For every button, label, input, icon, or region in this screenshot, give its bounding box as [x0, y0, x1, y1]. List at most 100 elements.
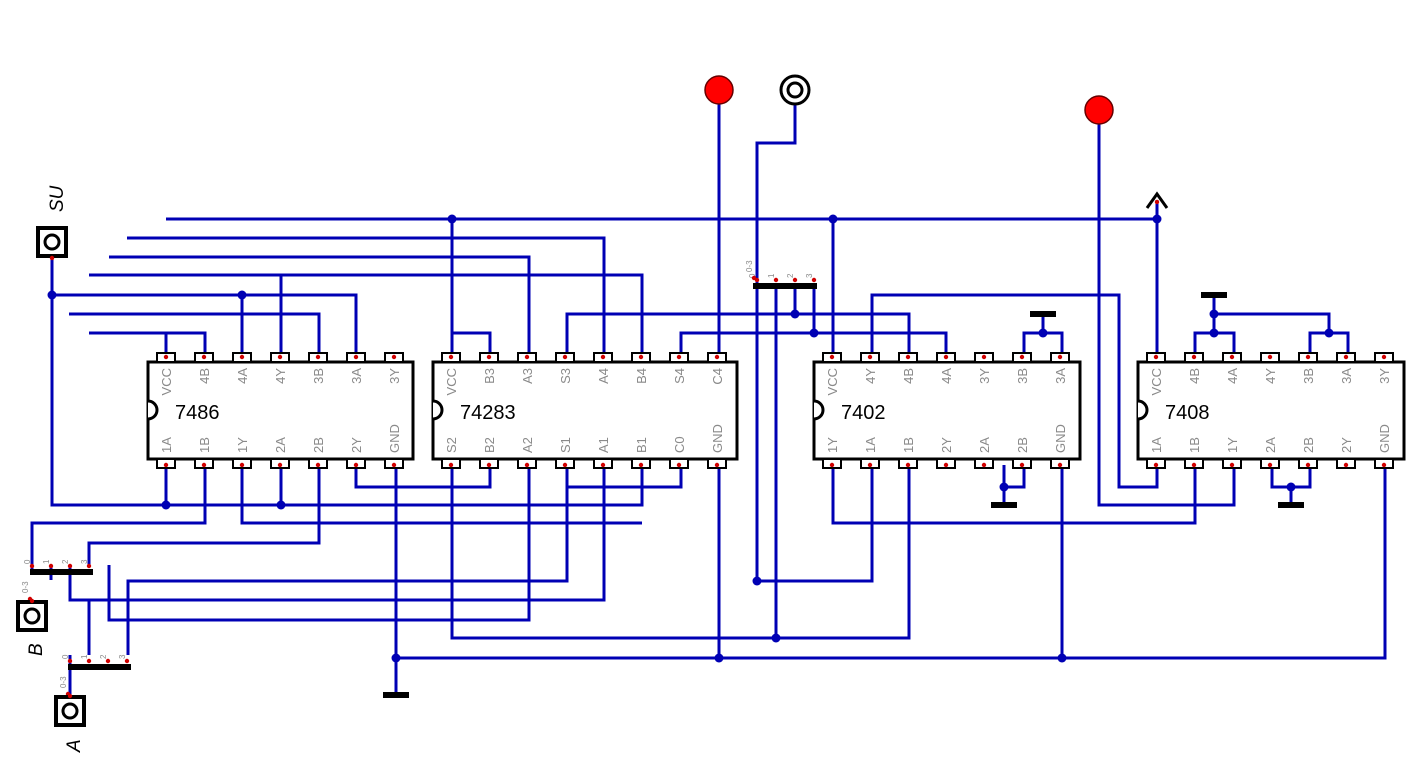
pin-marker — [67, 693, 73, 699]
wire — [240, 465, 642, 525]
pin-label: S2 — [444, 437, 459, 453]
pin-marker — [48, 563, 54, 569]
switch-knob[interactable] — [23, 607, 41, 625]
wire — [52, 293, 358, 357]
switch-knob[interactable] — [61, 702, 79, 720]
pin-marker — [751, 275, 757, 281]
pin-label: 3B — [1015, 368, 1030, 384]
pin-label: 4B — [197, 368, 212, 384]
splitter-pin-number: 0 — [23, 559, 32, 564]
chip-name: 7408 — [1165, 402, 1210, 424]
pin-label: 4Y — [863, 368, 878, 384]
junction-dot — [1038, 328, 1048, 338]
pin-marker — [811, 277, 817, 283]
splitter-width-label: 0-3 — [21, 581, 30, 593]
pin-label: 1B — [197, 437, 212, 453]
pin-marker — [676, 354, 682, 360]
junction-dot — [161, 500, 171, 510]
junction-dot — [771, 633, 781, 643]
pin-marker — [448, 354, 454, 360]
wire — [127, 236, 606, 357]
pin-marker — [792, 277, 798, 283]
pin-marker — [353, 354, 359, 360]
splitter-pin-number: 1 — [42, 559, 51, 564]
chip-name: 74283 — [460, 402, 516, 424]
splitter-pin-number: 0 — [748, 273, 757, 278]
pin-marker — [1229, 462, 1235, 468]
pin-marker — [524, 462, 530, 468]
pin-label: 3A — [349, 368, 364, 384]
wire — [567, 465, 683, 489]
pin-label: 1A — [863, 437, 878, 453]
chip-body[interactable] — [146, 360, 415, 461]
pin-marker — [1153, 462, 1159, 468]
pin-label: 4A — [235, 368, 250, 384]
input-label: A — [64, 739, 85, 753]
splitter-pin-number: 2 — [99, 654, 108, 659]
pin-marker — [353, 462, 359, 468]
pin-marker — [1343, 354, 1349, 360]
junction-dot — [714, 653, 724, 663]
pin-label: S1 — [558, 437, 573, 453]
pin-marker — [981, 354, 987, 360]
input-switch-a[interactable] — [54, 695, 86, 727]
junction-dot — [47, 290, 57, 300]
pin-marker — [1381, 354, 1387, 360]
input-switch-su[interactable] — [36, 226, 68, 258]
switch-knob[interactable] — [43, 233, 61, 251]
pin-marker — [67, 658, 73, 664]
pin-marker — [714, 354, 720, 360]
pin-label: GND — [1377, 424, 1392, 453]
pin-label: VCC — [1149, 368, 1164, 395]
splitter-pin-number: 2 — [61, 559, 70, 564]
junction-dot — [809, 328, 819, 338]
junction-dot — [276, 500, 286, 510]
pin-marker — [201, 354, 207, 360]
pin-label: A3 — [520, 368, 535, 384]
pin-marker — [29, 563, 35, 569]
wire — [1214, 312, 1331, 333]
pin-marker — [773, 277, 779, 283]
chip-name: 7486 — [175, 402, 220, 424]
wire — [50, 259, 644, 507]
wire — [69, 312, 321, 357]
pin-marker — [714, 462, 720, 468]
pin-marker — [1381, 462, 1387, 468]
pin-label: 1A — [1149, 437, 1164, 453]
chip-body[interactable] — [431, 360, 739, 461]
pin-label: 1A — [159, 437, 174, 453]
input-switch-b[interactable] — [16, 600, 48, 632]
pin-marker — [239, 354, 245, 360]
pin-marker — [1019, 354, 1025, 360]
pin-marker — [600, 462, 606, 468]
pin-label: 1B — [1187, 437, 1202, 453]
chip-body[interactable] — [812, 360, 1082, 461]
pin-marker — [524, 354, 530, 360]
pin-marker — [943, 354, 949, 360]
pin-label: 4Y — [273, 368, 288, 384]
pin-label: B2 — [482, 437, 497, 453]
pin-marker — [638, 354, 644, 360]
junction-dot — [447, 214, 457, 224]
pin-label: 2Y — [1339, 437, 1354, 453]
pin-marker — [1057, 462, 1063, 468]
pin-marker — [943, 462, 949, 468]
pin-marker — [867, 462, 873, 468]
junction-dot — [237, 290, 247, 300]
junction-dot — [999, 482, 1009, 492]
chip-notch — [813, 399, 825, 421]
pin-marker — [391, 354, 397, 360]
pin-label: C0 — [672, 436, 687, 453]
splitter-pin-number: 3 — [118, 654, 127, 659]
pin-label: B1 — [634, 437, 649, 453]
pin-marker — [391, 462, 397, 468]
pin-label: 3Y — [387, 368, 402, 384]
pin-marker — [638, 462, 644, 468]
pin-marker — [67, 563, 73, 569]
pin-marker — [105, 658, 111, 664]
